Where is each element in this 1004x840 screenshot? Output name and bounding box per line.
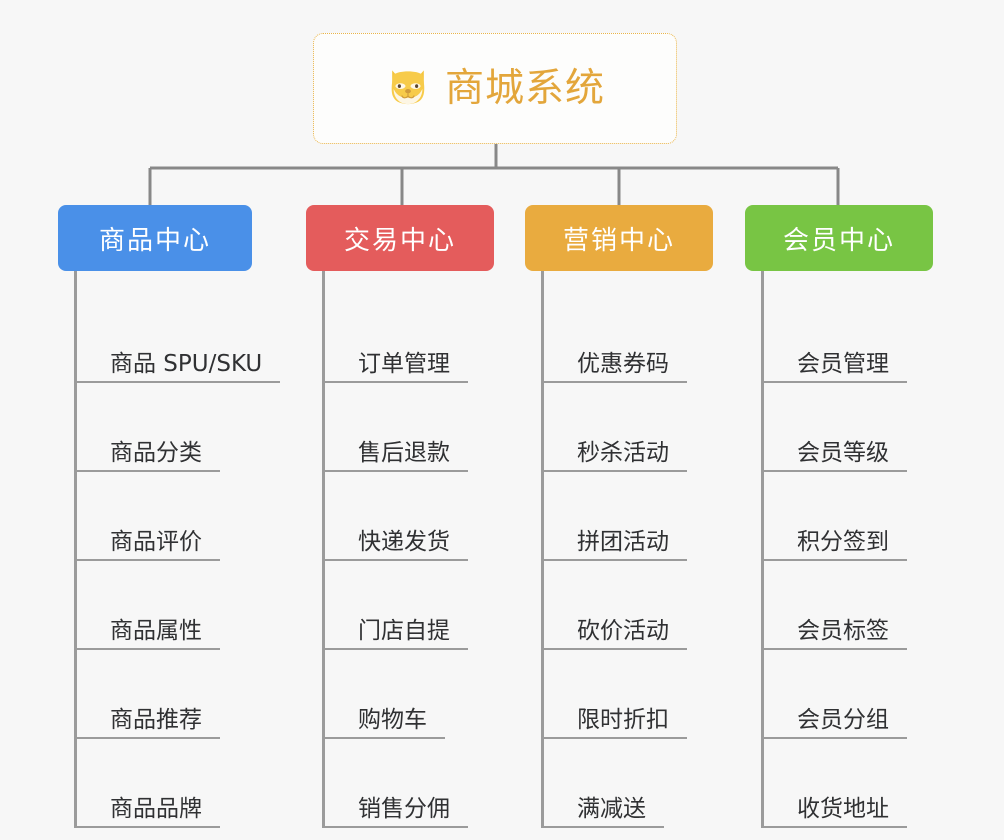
leaf-item-underline xyxy=(77,737,220,739)
leaf-item-label: 积分签到 xyxy=(797,528,889,555)
leaf-item-label: 订单管理 xyxy=(358,350,450,377)
branch-header-label: 商品中心 xyxy=(98,225,211,256)
branch-header-label: 交易中心 xyxy=(343,225,456,256)
branch-header-trade-center[interactable]: 交易中心 xyxy=(306,205,494,271)
leaf-item-underline xyxy=(764,648,907,650)
leaf-item[interactable]: 购物车 xyxy=(325,650,494,739)
leaf-item-underline xyxy=(325,737,445,739)
leaf-item-label: 会员等级 xyxy=(797,439,889,466)
leaf-item-label: 会员分组 xyxy=(797,706,889,733)
leaf-item-underline xyxy=(544,826,664,828)
leaf-item-label: 商品推荐 xyxy=(110,706,202,733)
leaf-item[interactable]: 积分签到 xyxy=(764,472,933,561)
leaf-item-label: 销售分佣 xyxy=(358,795,450,822)
shiba-dog-face-icon xyxy=(391,69,425,104)
branch-header-label: 营销中心 xyxy=(562,225,675,256)
leaf-item-underline xyxy=(764,737,907,739)
leaf-item-underline xyxy=(544,737,687,739)
leaf-item[interactable]: 商品品牌 xyxy=(77,739,252,828)
branch-header-marketing-center[interactable]: 营销中心 xyxy=(525,205,713,271)
leaf-item-label: 限时折扣 xyxy=(577,706,669,733)
leaf-item-label: 商品 SPU/SKU xyxy=(110,350,263,377)
leaf-item-label: 商品属性 xyxy=(110,617,202,644)
leaf-item-underline xyxy=(544,381,687,383)
leaf-item-label: 商品分类 xyxy=(110,439,202,466)
leaf-item[interactable]: 满减送 xyxy=(544,739,713,828)
leaf-item-label: 砍价活动 xyxy=(577,617,669,644)
leaf-item-label: 商品评价 xyxy=(110,528,202,555)
leaf-item-underline xyxy=(325,381,468,383)
leaf-item-label: 优惠券码 xyxy=(577,350,669,377)
leaf-item-underline xyxy=(764,470,907,472)
leaf-item-label: 门店自提 xyxy=(358,617,450,644)
leaf-item[interactable]: 商品 SPU/SKU xyxy=(77,294,280,383)
leaf-item-label: 购物车 xyxy=(358,706,427,733)
leaf-item[interactable]: 商品分类 xyxy=(77,383,252,472)
leaf-item[interactable]: 优惠券码 xyxy=(544,294,713,383)
branch-item-list-marketing-center: 优惠券码秒杀活动拼团活动砍价活动限时折扣满减送 xyxy=(541,271,713,828)
leaf-item-underline xyxy=(325,559,468,561)
leaf-item[interactable]: 限时折扣 xyxy=(544,650,713,739)
leaf-item-underline xyxy=(325,470,468,472)
leaf-item-underline xyxy=(77,648,220,650)
leaf-item[interactable]: 会员等级 xyxy=(764,383,933,472)
branch-header-product-center[interactable]: 商品中心 xyxy=(58,205,252,271)
root-title: 商城系统 xyxy=(444,66,605,111)
leaf-item-underline xyxy=(77,381,280,383)
leaf-item-underline xyxy=(325,826,468,828)
leaf-item[interactable]: 订单管理 xyxy=(325,294,494,383)
leaf-item-label: 快递发货 xyxy=(358,528,450,555)
leaf-item[interactable]: 拼团活动 xyxy=(544,472,713,561)
leaf-item-underline xyxy=(77,826,220,828)
leaf-item[interactable]: 门店自提 xyxy=(325,561,494,650)
leaf-item[interactable]: 会员分组 xyxy=(764,650,933,739)
leaf-item[interactable]: 商品推荐 xyxy=(77,650,252,739)
leaf-item-underline xyxy=(77,559,220,561)
leaf-item-underline xyxy=(325,648,468,650)
leaf-item-label: 秒杀活动 xyxy=(577,439,669,466)
leaf-item[interactable]: 秒杀活动 xyxy=(544,383,713,472)
leaf-item-label: 售后退款 xyxy=(358,439,450,466)
leaf-item[interactable]: 快递发货 xyxy=(325,472,494,561)
leaf-item-underline xyxy=(544,648,687,650)
leaf-item[interactable]: 会员标签 xyxy=(764,561,933,650)
leaf-item[interactable]: 商品属性 xyxy=(77,561,252,650)
leaf-item-underline xyxy=(764,826,907,828)
leaf-item-label: 满减送 xyxy=(577,795,646,822)
leaf-item-underline xyxy=(764,559,907,561)
branch-header-label: 会员中心 xyxy=(782,225,895,256)
leaf-item-underline xyxy=(764,381,907,383)
leaf-item[interactable]: 砍价活动 xyxy=(544,561,713,650)
branch-column-trade-center: 交易中心 订单管理售后退款快递发货门店自提购物车销售分佣 xyxy=(306,205,494,828)
leaf-item-label: 商品品牌 xyxy=(110,795,202,822)
branch-item-list-trade-center: 订单管理售后退款快递发货门店自提购物车销售分佣 xyxy=(322,271,494,828)
branch-header-member-center[interactable]: 会员中心 xyxy=(745,205,933,271)
leaf-item[interactable]: 售后退款 xyxy=(325,383,494,472)
leaf-item-underline xyxy=(544,559,687,561)
leaf-item[interactable]: 会员管理 xyxy=(764,294,933,383)
leaf-item-underline xyxy=(544,470,687,472)
leaf-item-label: 拼团活动 xyxy=(577,528,669,555)
leaf-item-label: 收货地址 xyxy=(797,795,889,822)
branch-item-list-member-center: 会员管理会员等级积分签到会员标签会员分组收货地址 xyxy=(761,271,933,828)
branch-item-list-product-center: 商品 SPU/SKU 商品分类商品评价商品属性商品推荐商品品牌 xyxy=(74,271,280,828)
leaf-item-label: 会员标签 xyxy=(797,617,889,644)
leaf-item[interactable]: 商品评价 xyxy=(77,472,252,561)
branch-column-member-center: 会员中心 会员管理会员等级积分签到会员标签会员分组收货地址 xyxy=(745,205,933,828)
root-node-商城系统[interactable]: 商城系统 xyxy=(313,33,677,144)
leaf-item-underline xyxy=(77,470,220,472)
leaf-item[interactable]: 销售分佣 xyxy=(325,739,494,828)
leaf-item[interactable]: 收货地址 xyxy=(764,739,933,828)
leaf-item-label: 会员管理 xyxy=(797,350,889,377)
branch-column-marketing-center: 营销中心 优惠券码秒杀活动拼团活动砍价活动限时折扣满减送 xyxy=(525,205,713,828)
branch-column-product-center: 商品中心 商品 SPU/SKU 商品分类商品评价商品属性商品推荐商品品牌 xyxy=(58,205,280,828)
